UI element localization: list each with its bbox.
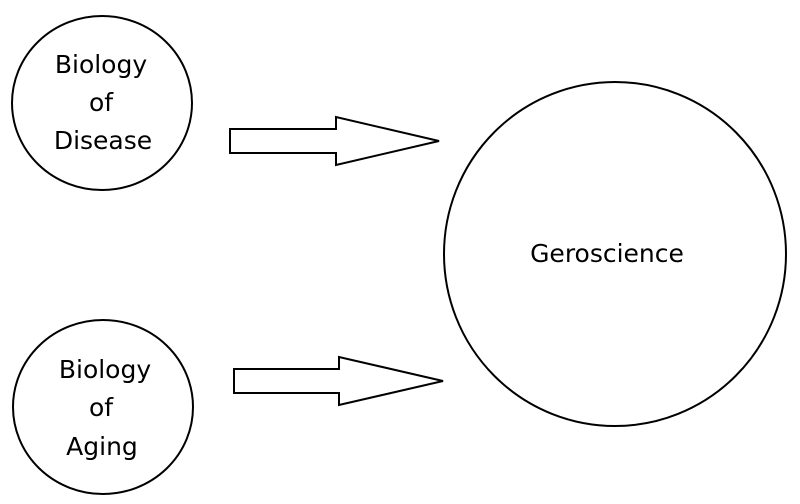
node-biology-of-aging-line-3: Aging — [66, 432, 138, 461]
node-biology-of-disease: Biology of Disease — [11, 15, 193, 191]
edge-arrow-aging-to-geroscience — [233, 355, 444, 407]
node-biology-of-disease-line-3: Disease — [54, 126, 152, 155]
node-biology-of-disease-line-2: of — [89, 88, 114, 117]
node-biology-of-disease-circle — [11, 15, 193, 191]
node-geroscience-circle — [443, 81, 787, 427]
node-geroscience: Geroscience — [443, 81, 787, 427]
node-biology-of-aging: Biology of Aging — [12, 319, 194, 495]
node-biology-of-aging-circle — [12, 319, 194, 495]
node-biology-of-disease-line-1: Biology — [55, 50, 148, 79]
node-biology-of-aging-line-2: of — [89, 393, 114, 422]
node-geroscience-label: Geroscience — [530, 239, 684, 268]
edge-arrow-disease-to-geroscience — [229, 115, 440, 167]
node-biology-of-aging-line-1: Biology — [59, 355, 152, 384]
